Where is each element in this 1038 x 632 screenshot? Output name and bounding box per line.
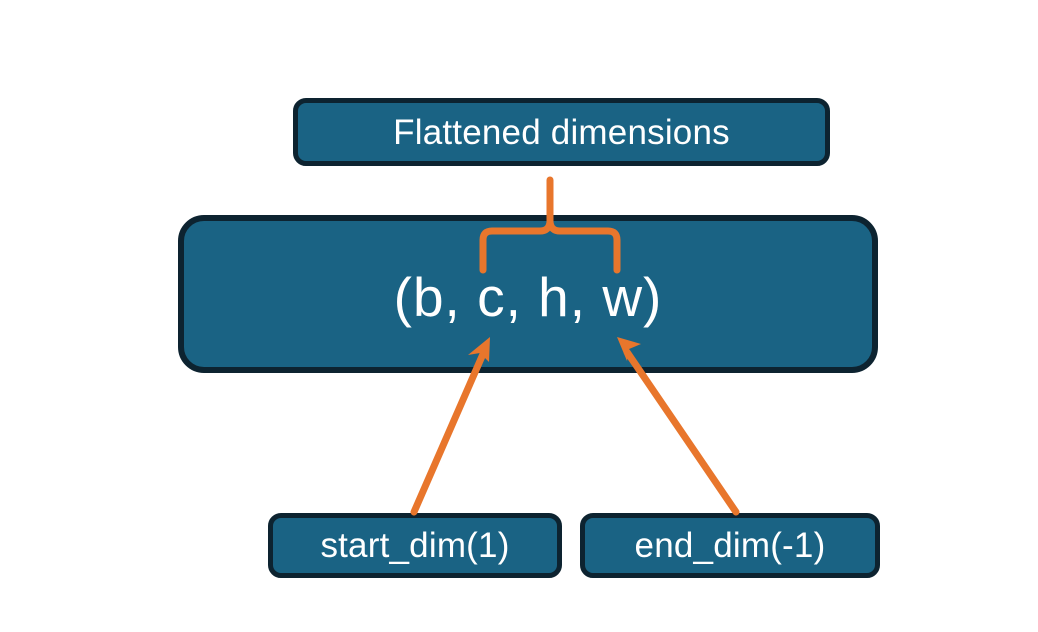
- node-end-dim-label: end_dim(-1): [634, 526, 826, 565]
- node-tensor-shape-label: (b, c, h, w): [393, 265, 663, 328]
- node-end-dim[interactable]: end_dim(-1): [580, 513, 880, 578]
- node-flattened-dimensions[interactable]: Flattened dimensions: [293, 98, 830, 166]
- node-start-dim[interactable]: start_dim(1): [268, 513, 562, 578]
- node-tensor-shape[interactable]: (b, c, h, w): [178, 215, 878, 373]
- node-flattened-dimensions-label: Flattened dimensions: [393, 112, 730, 152]
- node-start-dim-label: start_dim(1): [320, 526, 510, 565]
